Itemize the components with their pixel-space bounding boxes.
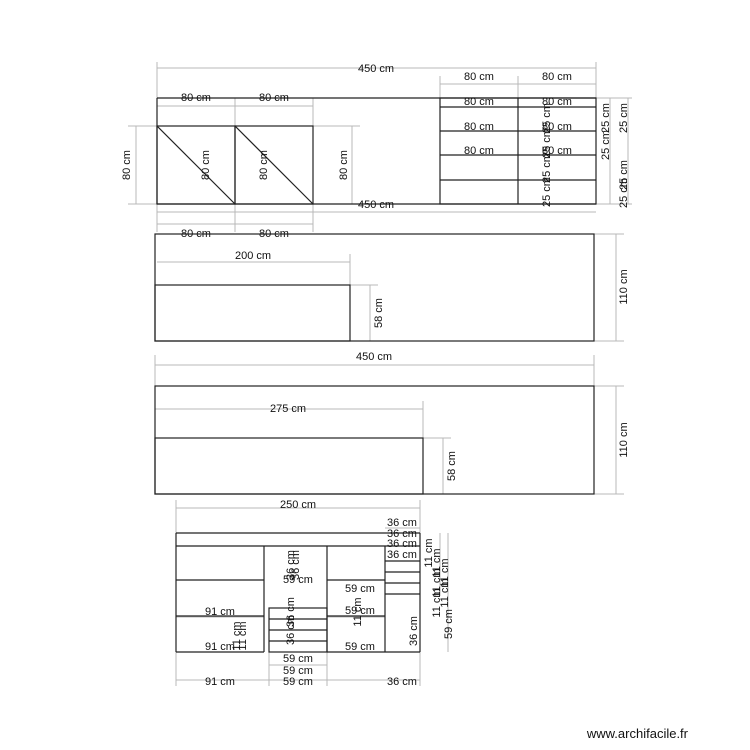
wall-labels: 450 cm 80 cm 80 cm 80 cm 80 cm 80 cm 80 … bbox=[121, 63, 630, 240]
drawer-width-label: 80 cm bbox=[464, 71, 494, 83]
plan-worktop-275: 275 cm 58 cm 110 cm bbox=[154, 385, 630, 495]
mid-label: 36 cm bbox=[285, 615, 297, 645]
drawer-height-label: 25 cm bbox=[541, 103, 553, 133]
small-height-label: 11 cm bbox=[231, 621, 243, 650]
drawer-width-label: 80 cm bbox=[464, 145, 494, 157]
door-width-label: 80 cm bbox=[181, 92, 211, 104]
drawer-height-label: 25 cm bbox=[541, 153, 553, 183]
plan-worktop-200: 200 cm 58 cm 110 cm 450 cm bbox=[154, 233, 630, 386]
mid-label: 59 cm bbox=[283, 574, 313, 586]
small-height-label: 11 cm bbox=[431, 568, 443, 597]
bottom-label: 59 cm bbox=[345, 641, 375, 653]
inner-width-label: 200 cm bbox=[235, 250, 271, 262]
drawer-height-label: 25 cm bbox=[618, 160, 630, 190]
mid-label: 36 cm bbox=[285, 597, 297, 627]
inner-height-label: 58 cm bbox=[446, 451, 458, 481]
top-total-label: 450 cm bbox=[358, 63, 394, 75]
bottom-label: 59 cm bbox=[283, 665, 313, 677]
worktop-outline bbox=[154, 233, 595, 342]
mid-label: 36 cm bbox=[290, 550, 302, 580]
drawer-width-label: 80 cm bbox=[464, 96, 494, 108]
height-label: 110 cm bbox=[618, 269, 630, 304]
small-height-label: 11 cm bbox=[439, 558, 451, 587]
drawer-width-label: 80 cm bbox=[542, 96, 572, 108]
small-height-label: 11 cm bbox=[237, 621, 249, 650]
width-label: 36 cm bbox=[387, 538, 417, 550]
drawer-height-label: 25 cm bbox=[600, 103, 612, 133]
worktop-labels: 275 cm 58 cm 110 cm bbox=[270, 403, 630, 481]
storage-outline bbox=[175, 532, 421, 653]
drawer-width-label: 80 cm bbox=[542, 71, 572, 83]
inner-width-label: 275 cm bbox=[270, 403, 306, 415]
total-width-label: 450 cm bbox=[356, 351, 392, 363]
small-height-label: 11 cm bbox=[431, 548, 443, 577]
dimension-lines bbox=[155, 385, 624, 495]
small-height-label: 11 cm bbox=[439, 578, 451, 607]
drawer-height-label: 25 cm bbox=[618, 178, 630, 208]
plan-wall-doors: 450 cm 80 cm 80 cm 80 cm 80 cm 80 cm 80 … bbox=[121, 62, 632, 240]
width-label: 36 cm bbox=[387, 517, 417, 529]
mid-label: 59 cm bbox=[345, 605, 375, 617]
storage-labels: 250 cm 36 cm 36 cm 36 cm 36 cm 11 cm 11 … bbox=[205, 499, 455, 688]
bottom-label: 59 cm bbox=[283, 653, 313, 665]
dimension-lines bbox=[128, 62, 632, 232]
mid-height-label: 80 cm bbox=[338, 150, 350, 180]
right-col-height-label: 59 cm bbox=[443, 609, 455, 639]
total-width-label: 250 cm bbox=[280, 499, 316, 511]
drawer-height-label: 25 cm bbox=[541, 128, 553, 158]
drawer-width-label: 80 cm bbox=[542, 145, 572, 157]
drawer-height-label: 25 cm bbox=[618, 103, 630, 133]
watermark-credit[interactable]: www.archifacile.fr bbox=[586, 726, 688, 741]
door-width-label: 80 cm bbox=[259, 92, 289, 104]
small-height-label: 11 cm bbox=[423, 538, 435, 567]
small-height-label: 11 cm bbox=[352, 597, 364, 626]
dimension-lines bbox=[175, 500, 449, 686]
bottom-dim-label: 91 cm bbox=[205, 676, 235, 688]
worktop-outline bbox=[154, 385, 595, 495]
wall-outline bbox=[156, 97, 597, 205]
drawer-width-label: 80 cm bbox=[464, 121, 494, 133]
left-height-label: 80 cm bbox=[121, 150, 133, 180]
inner-width-label: 450 cm bbox=[358, 199, 394, 211]
width-label: 36 cm bbox=[387, 528, 417, 540]
mid-label: 36 cm bbox=[285, 550, 297, 580]
worktop-labels: 200 cm 58 cm 110 cm 450 cm bbox=[235, 250, 630, 363]
drawer-height-label: 25 cm bbox=[541, 177, 553, 207]
mid-label: 59 cm bbox=[345, 583, 375, 595]
bottom-dim-label: 36 cm bbox=[387, 676, 417, 688]
left-width-label: 91 cm bbox=[205, 641, 235, 653]
height-label: 110 cm bbox=[618, 422, 630, 457]
door-height-label: 80 cm bbox=[200, 150, 212, 180]
width-label: 36 cm bbox=[387, 549, 417, 561]
plan-storage-250: 250 cm 36 cm 36 cm 36 cm 36 cm 11 cm 11 … bbox=[175, 499, 455, 688]
right-col-width-label: 36 cm bbox=[408, 616, 420, 646]
dimension-lines bbox=[154, 233, 624, 386]
inner-height-label: 58 cm bbox=[373, 298, 385, 328]
left-width-label: 91 cm bbox=[205, 606, 235, 618]
drawer-width-label: 80 cm bbox=[542, 121, 572, 133]
door-height-label: 80 cm bbox=[258, 150, 270, 180]
small-height-label: 11 cm bbox=[431, 588, 443, 617]
drawer-height-label: 25 cm bbox=[600, 130, 612, 160]
bottom-dim-label: 59 cm bbox=[283, 676, 313, 688]
